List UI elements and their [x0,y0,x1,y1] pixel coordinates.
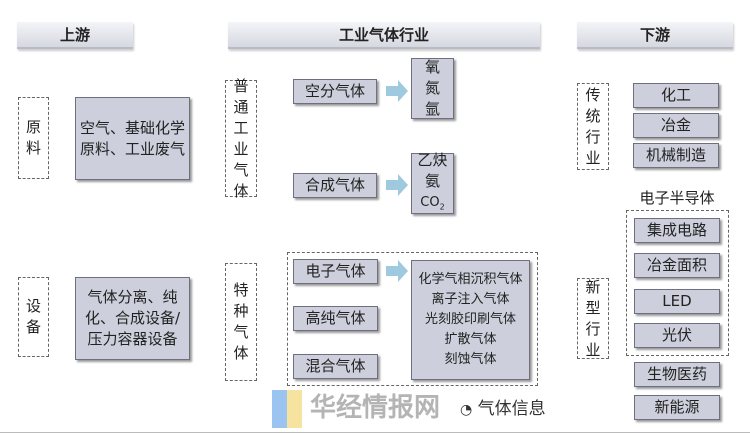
arrow-icon [386,174,408,196]
air-products-box: 氧氮氩 [411,58,454,119]
new-industry-label: 新型行业 [577,278,609,359]
wechat-account: 气体信息 [477,399,546,419]
traditional-industry-label: 传统行业 [577,83,609,170]
machinery-box: 机械制造 [633,143,719,168]
header-downstream: 下游 [577,22,733,49]
product: 刻蚀气体 [444,352,497,367]
chemical-box: 化工 [633,83,719,108]
general-gas-label: 普通工业气体 [225,77,257,200]
product: 扩散气体 [444,332,497,347]
divider [0,432,750,433]
special-gas-group [287,252,538,386]
watermark-site: 华经情报网 [310,393,441,423]
header-industry: 工业气体行业 [228,22,540,49]
equipment-label: 设备 [18,277,49,357]
new-energy-box: 新能源 [634,395,720,420]
raw-material-label: 原料 [18,97,49,179]
metallurgy-box: 冶金 [633,113,719,138]
air-separation-box: 空分气体 [293,79,377,104]
co2: CO2 [420,194,445,212]
product: 离子注入气体 [431,292,510,307]
biomedicine-box: 生物医药 [634,362,720,387]
ammonia: 氨 [424,171,440,190]
photovoltaic-box: 光伏 [634,323,720,348]
ic-box: 集成电路 [634,218,720,243]
argon: 氩 [424,100,440,118]
special-gas-label: 特种气体 [225,263,257,381]
header-upstream: 上游 [17,22,133,49]
wechat-icon: ◔ [460,402,473,418]
watermark-logo [272,390,302,428]
synthetic-gas-box: 合成气体 [293,173,377,198]
nitrogen: 氮 [424,79,440,97]
led-box: LED [634,289,720,314]
semiconductor-group [626,210,729,356]
metallurgy-area-box: 冶金面积 [634,253,720,278]
electronic-gas-box: 电子气体 [293,259,378,284]
synthetic-products-box: 乙炔氨 CO2 [411,150,454,214]
arrow-icon [386,260,408,282]
watermark-wechat: ◔ 气体信息 [460,398,546,421]
product: 光刻胶印刷气体 [424,312,516,327]
oxygen: 氧 [424,58,440,76]
semiconductor-label: 电子半导体 [639,189,715,207]
product: 化学气相沉积气体 [418,272,523,287]
electronic-products-box: 化学气相沉积气体离子注入气体光刻胶印刷气体扩散气体刻蚀气体 [411,260,530,380]
mixed-gas-box: 混合气体 [293,354,378,379]
arrow-icon [386,80,408,102]
raw-material-box: 空气、基础化学原料、工业废气 [75,97,190,180]
high-purity-gas-box: 高纯气体 [293,306,378,331]
co2-subscript: 2 [439,202,445,212]
acetylene: 乙炔 [417,150,448,169]
equipment-box: 气体分离、纯化、合成设备/压力容器设备 [75,277,190,360]
